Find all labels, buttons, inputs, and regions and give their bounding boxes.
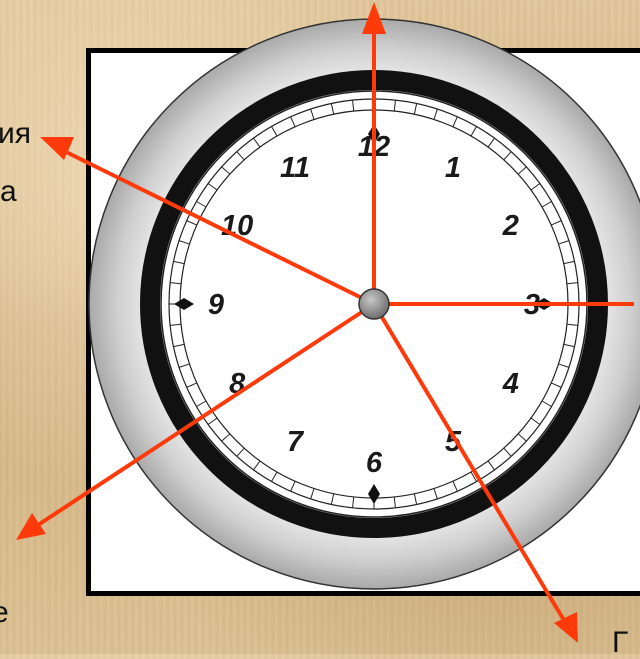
arrow-up-head [362,2,386,34]
clock-numeral: 4 [502,368,519,400]
clock-numeral: 2 [502,210,519,242]
clock-numeral: 1 [445,152,461,184]
clock-numeral: 11 [280,152,310,184]
clock-numeral: 6 [366,447,383,479]
arrow-upper-left-head [40,137,74,160]
clock-numeral: 7 [287,426,305,458]
clock-numeral: 5 [445,426,462,458]
arrow-lower-left-head [16,513,46,540]
clock-pivot [359,289,389,319]
clock-numeral: 9 [208,289,224,321]
arrow-lower-right-head [554,612,578,643]
